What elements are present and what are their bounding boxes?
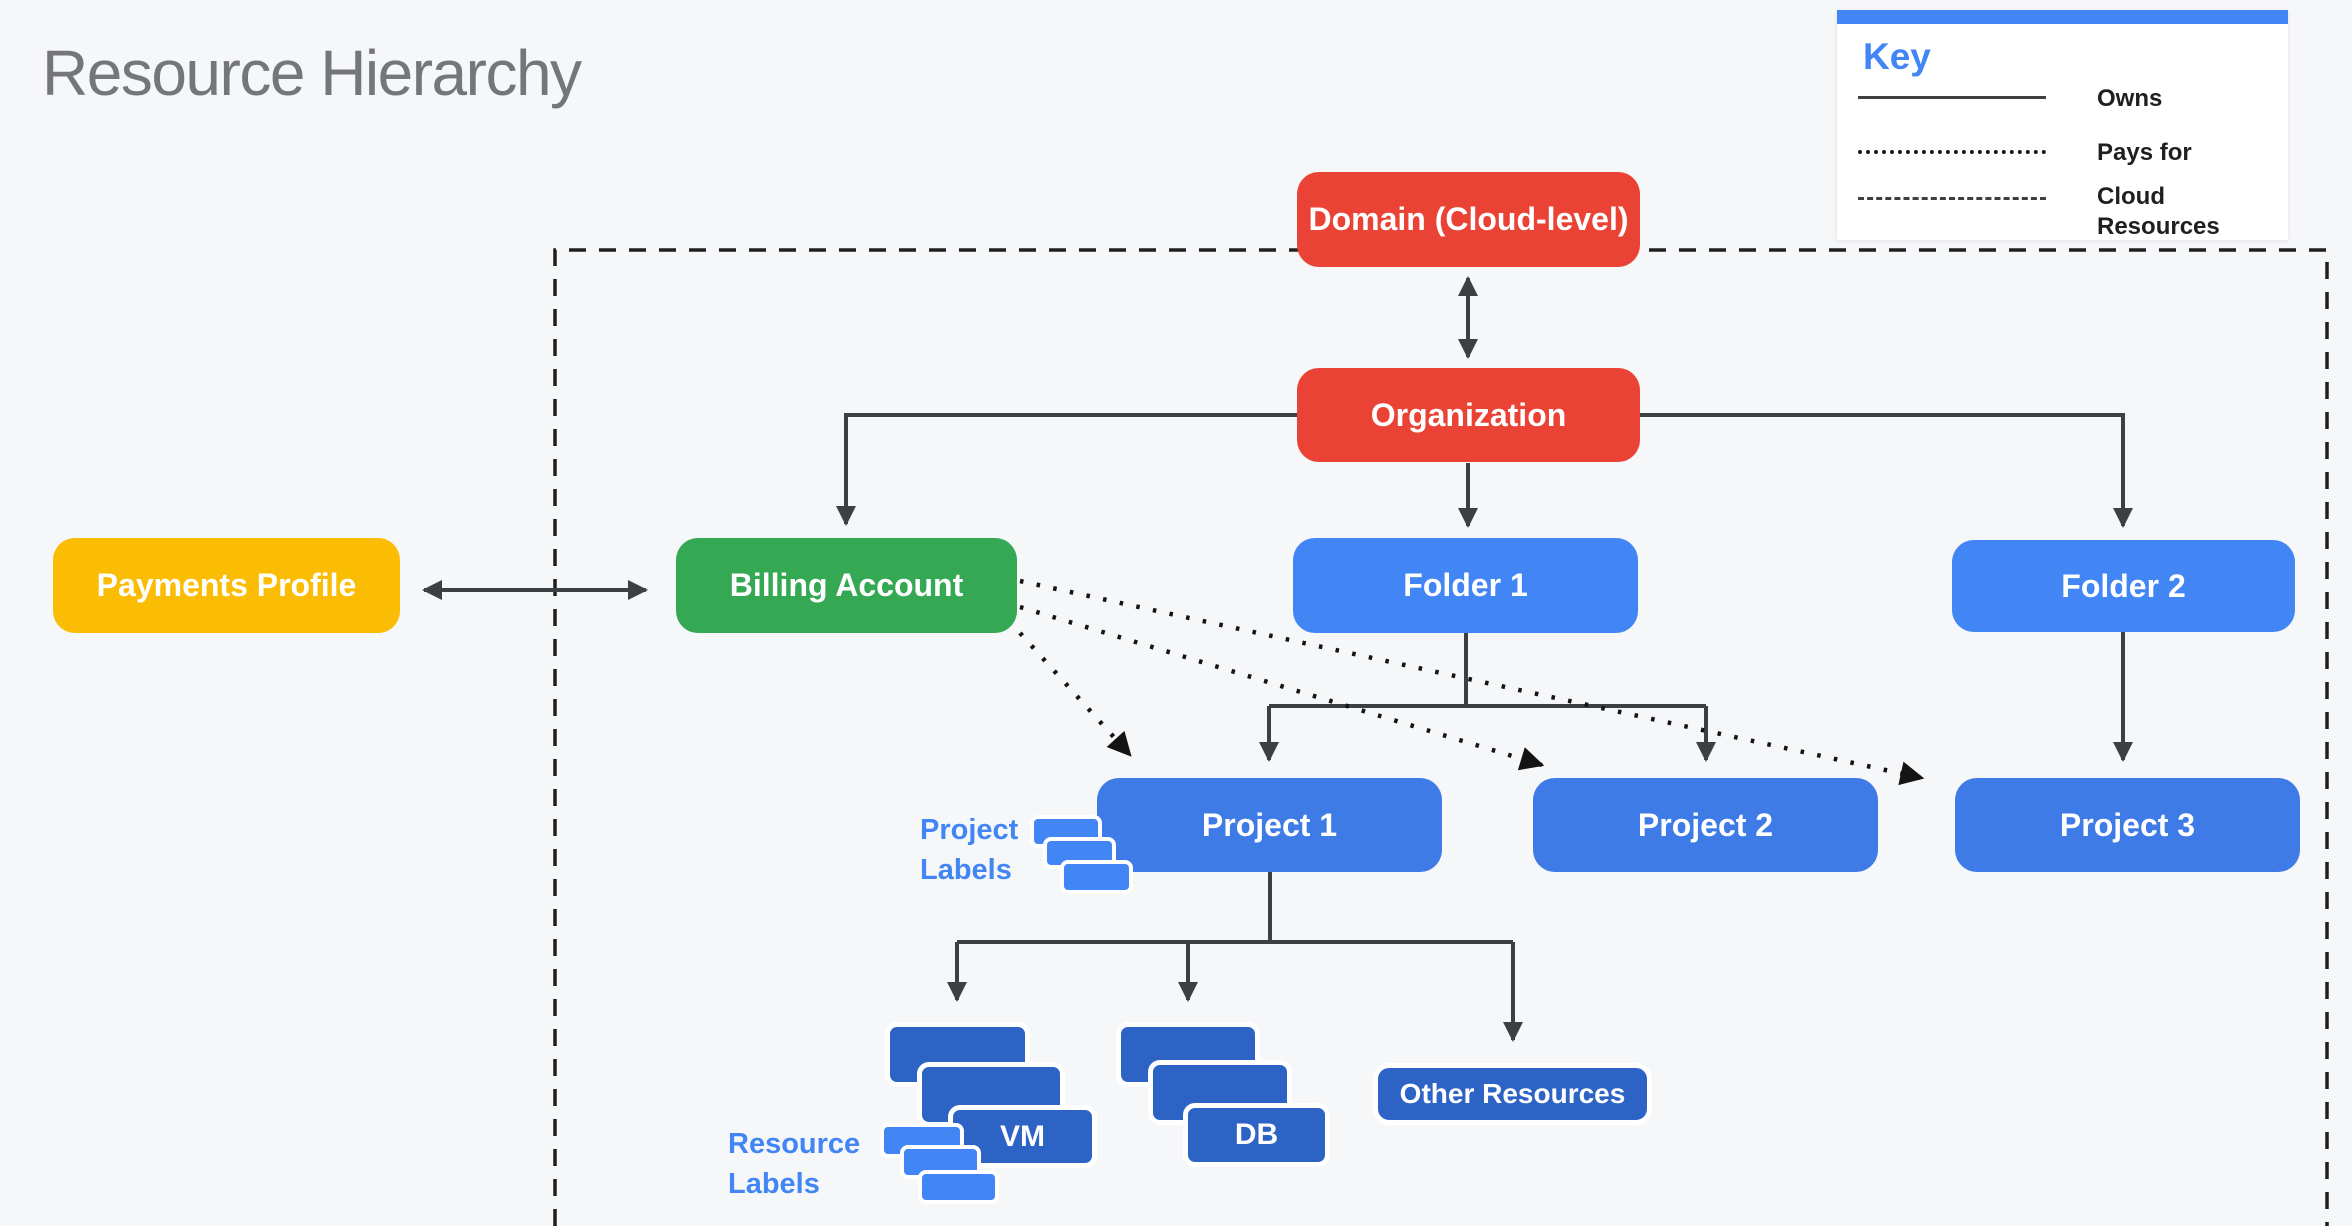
node-vm-label: VM <box>1000 1119 1045 1153</box>
node-payments-profile: Payments Profile <box>53 538 400 633</box>
node-db: DB <box>1183 1103 1330 1167</box>
node-project-1-label: Project 1 <box>1201 806 1338 843</box>
project-labels-annotation: Project Labels <box>920 814 1019 886</box>
node-folder-1-label: Folder 1 <box>1403 567 1528 603</box>
node-folder-2-label: Folder 2 <box>2061 567 2186 604</box>
edge-organization-billing <box>836 413 1297 526</box>
edge-billing-project2 <box>1019 604 1545 771</box>
node-project-2: Project 2 <box>1533 778 1878 872</box>
edge-billing-project3 <box>1019 578 1925 786</box>
legend: Key Owns Pays for Cloud Resources <box>1837 10 2288 240</box>
resource-labels-icon <box>918 1170 999 1204</box>
node-other-resources: Other Resources <box>1373 1063 1652 1125</box>
legend-solid-line-sample <box>1858 96 2046 99</box>
node-organization: Organization <box>1297 368 1640 462</box>
owns-edges <box>422 276 2133 1042</box>
legend-item-pays-for: Pays for <box>2097 139 2192 166</box>
node-other-resources-label: Other Resources <box>1399 1078 1626 1109</box>
node-project-1: Project 1 <box>1097 778 1442 872</box>
node-project-3-label: Project 3 <box>2059 806 2196 843</box>
edge-billing-project1 <box>1018 631 1132 757</box>
node-folder-1: Folder 1 <box>1293 538 1638 633</box>
node-project-2-label: Project 2 <box>1637 806 1774 843</box>
legend-title: Key <box>1863 36 1931 77</box>
node-project-3: Project 3 <box>1955 778 2300 872</box>
legend-dotted-line-sample <box>1858 150 2046 154</box>
node-payments-profile-label: Payments Profile <box>96 567 357 603</box>
project-labels-icon <box>1060 860 1133 894</box>
node-folder-2: Folder 2 <box>1952 540 2295 632</box>
resource-labels-annotation: Resource Labels <box>728 1128 861 1200</box>
legend-item-owns: Owns <box>2097 85 2163 112</box>
node-billing-account: Billing Account <box>676 538 1017 633</box>
legend-top-bar <box>1837 10 2288 24</box>
node-domain-label: Domain (Cloud-level) <box>1308 201 1629 237</box>
node-organization-label: Organization <box>1370 396 1567 433</box>
page-title: Resource Hierarchy <box>42 37 582 109</box>
node-db-label: DB <box>1234 1118 1279 1151</box>
legend-item-cloud-resources: Cloud Resources <box>2097 183 2220 240</box>
legend-dashed-line-sample <box>1858 197 2046 200</box>
node-domain: Domain (Cloud-level) <box>1297 172 1640 267</box>
node-billing-account-label: Billing Account <box>729 567 964 603</box>
pays-for-edges <box>1018 578 1925 786</box>
edge-organization-folder2 <box>1640 413 2133 528</box>
